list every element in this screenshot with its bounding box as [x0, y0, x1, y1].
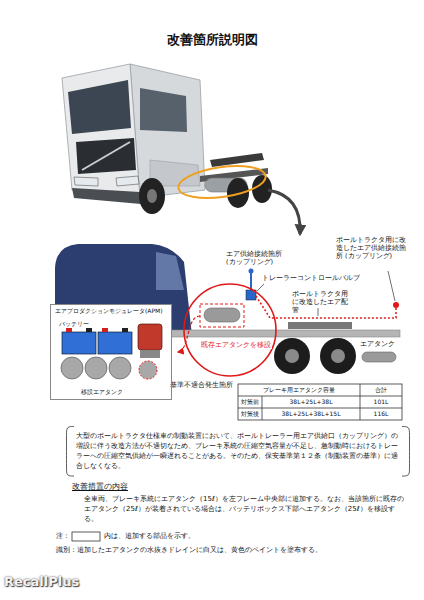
truck-side-view — [331, 349, 345, 363]
truck-photo — [62, 64, 272, 214]
air-coupling — [250, 272, 252, 290]
nonconformity-circle — [184, 284, 276, 376]
area-label: 基準不適合発生箇所 — [170, 381, 233, 390]
nonconformity-circle — [184, 284, 276, 376]
air-coupling — [246, 269, 256, 301]
table-grid — [262, 396, 263, 420]
truck-side-view — [156, 252, 184, 290]
truck-photo — [72, 188, 141, 204]
inset-illustration — [50, 304, 172, 400]
inset-illustration — [102, 328, 108, 332]
modified-air-pipe — [393, 302, 399, 308]
inset-illustration — [86, 328, 92, 332]
table-grid — [238, 384, 402, 420]
part-label: エア供給接続箇所 (カップリング) — [226, 250, 282, 266]
section-heading: 改善措置の内容 — [72, 482, 128, 491]
relocated-tank-mark — [178, 316, 200, 352]
table-cell: 対策前 — [238, 398, 262, 406]
note-text: 内は、追加する部品を示す。 — [104, 532, 195, 541]
watermark: RecallPlus — [4, 574, 79, 590]
note-text: 識別：追加したエアタンクの水抜きドレインに白又は、黄色のペイントを塗布する。 — [56, 546, 322, 555]
truck-side-view — [320, 338, 356, 374]
table-grid — [360, 384, 361, 420]
truck-side-view — [285, 349, 299, 363]
inset-illustration — [50, 304, 172, 400]
truck-photo — [227, 178, 249, 208]
truck-photo — [130, 64, 205, 198]
inset-illustration — [109, 357, 131, 379]
note-text: 注： — [56, 532, 70, 541]
zoom-arrow — [268, 190, 300, 234]
relocated-tank-mark — [204, 308, 240, 322]
node-text: バッテリー — [59, 320, 89, 328]
table-cell: 対策後 — [238, 410, 262, 418]
leader-line — [318, 308, 319, 316]
page-title: 改善箇所説明図 — [0, 32, 424, 48]
table-cell: 101L — [360, 398, 402, 406]
note-box — [72, 532, 100, 541]
truck-photo — [176, 161, 267, 203]
bracket-box: 大型のポールトラクタ仕様車の制動装置において、ポールトレーラー用エア供給口（カッ… — [66, 426, 410, 477]
table-cell: 116L — [360, 410, 402, 418]
leader-line — [257, 271, 395, 316]
relocated-tank-mark — [200, 304, 244, 327]
table-grid — [238, 408, 402, 409]
truck-photo — [62, 64, 140, 198]
part-label: トレーラーコントロールバルブ — [262, 274, 360, 282]
inset-illustration — [138, 324, 162, 350]
table-cell: 38L+25L+38L — [262, 398, 360, 406]
node-text: エアプロダクションモジュレータ(APM) — [55, 307, 163, 315]
truck-photo — [147, 189, 157, 203]
truck-photo — [74, 177, 98, 186]
table-cell: 38L+25L+38L+15L — [262, 410, 360, 418]
part-label: ポールトラクタ用に改造したエア供給接続箇所 (カップリング) — [336, 236, 408, 260]
bracket-outline — [402, 427, 410, 477]
inset-box: エアプロダクションモジュレータ(APM) バッテリー移設エアタンク — [50, 304, 172, 400]
inset-illustration — [61, 357, 83, 379]
inset-illustration — [122, 328, 128, 332]
bracket-outline — [67, 427, 75, 477]
truck-photo — [68, 80, 131, 134]
note-box — [72, 532, 100, 541]
inset-illustration — [140, 350, 160, 358]
table-header: 合計 — [360, 386, 402, 394]
part-label: エアタンク — [360, 340, 395, 348]
inset-illustration — [66, 328, 72, 332]
inset-illustration — [139, 361, 157, 379]
node-text: 大型のポールトラクタ仕様車の制動装置において、ポールトレーラー用エア供給口（カッ… — [76, 431, 400, 472]
node-text: 移設エアタンク — [81, 388, 123, 396]
truck-side-view — [288, 322, 352, 329]
table-grid — [238, 396, 402, 397]
inset-illustration — [62, 332, 96, 354]
truck-photo — [139, 178, 165, 214]
zoom-arrow — [268, 190, 300, 234]
truck-photo — [82, 142, 130, 170]
truck-photo — [76, 138, 136, 174]
table-grid — [238, 384, 402, 420]
air-coupling — [249, 269, 254, 274]
truck-photo — [140, 88, 187, 132]
part-label: ポールトラクタ用に改造したエア配管 — [292, 290, 354, 314]
relocation-note: 既存エアタンクを移設 — [200, 341, 272, 349]
table-header: ブレーキ用エアタンク容量 — [238, 386, 360, 394]
truck-photo — [116, 176, 139, 186]
leader-line — [257, 284, 264, 291]
truck-side-view — [274, 338, 310, 374]
leader-line — [388, 271, 395, 301]
body-text: 全車両、ブレーキ系統にエアタンク（15ℓ）を左フレーム中央部に追加する。なお、当… — [84, 494, 404, 524]
inset-illustration — [85, 357, 107, 379]
inset-illustration — [98, 332, 132, 354]
truck-side-view — [362, 352, 396, 362]
